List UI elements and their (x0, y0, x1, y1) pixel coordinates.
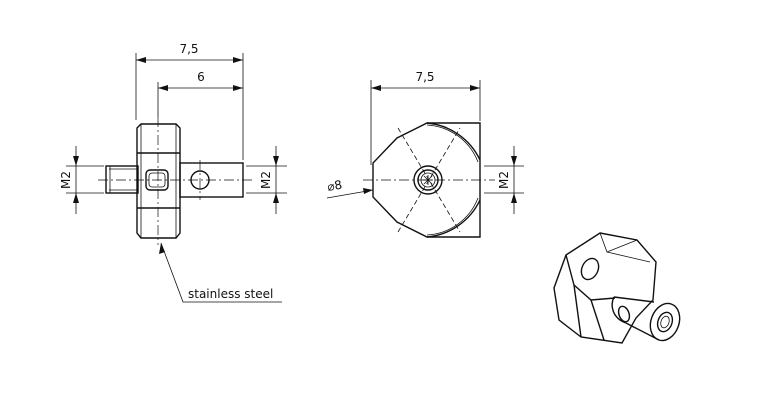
dim-diameter: ⌀8 (326, 178, 343, 194)
isometric-view (553, 232, 681, 344)
dim-shaft-length: 6 (197, 70, 205, 84)
front-view: 7,5 6 M2 M2 stainless steel (59, 42, 287, 303)
dim-across-flats: 7,5 (415, 70, 434, 84)
material-leader (160, 242, 282, 303)
side-view: 7,5 ⌀8 M2 (326, 70, 524, 238)
material-label: stainless steel (188, 287, 273, 301)
hex-outline (372, 122, 481, 238)
cross-hole (145, 169, 169, 191)
threaded-stud (105, 165, 139, 194)
thread-right-label: M2 (259, 171, 273, 189)
dim-overall-length: 7,5 (179, 42, 198, 56)
iso-hex-body (553, 232, 657, 344)
thread-left-label: M2 (59, 171, 73, 189)
iso-cross-hole (580, 257, 600, 281)
thread-side-label: M2 (497, 171, 511, 189)
hex-body (136, 123, 181, 239)
